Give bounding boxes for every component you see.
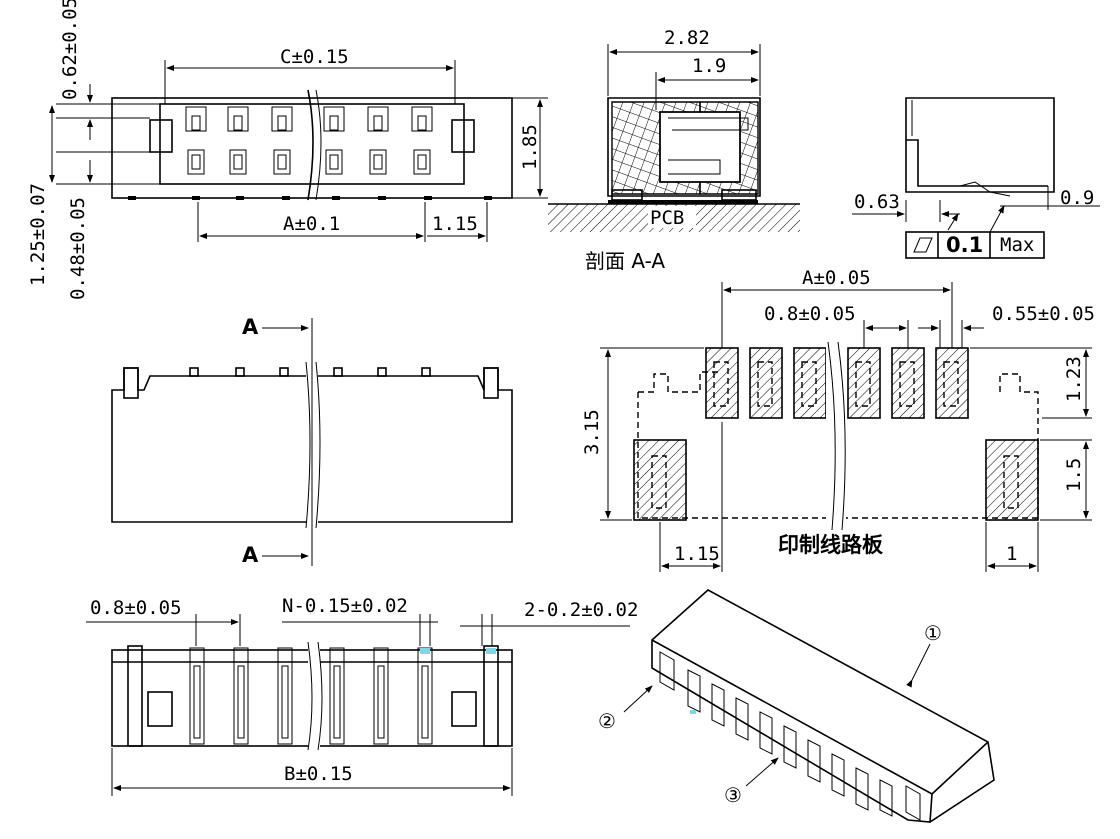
pcb-footprint-title: 印制线路板 bbox=[778, 533, 884, 557]
dim-19: 1.9 bbox=[692, 55, 726, 77]
dim-a: A±0.1 bbox=[283, 213, 340, 235]
callout-2: ② bbox=[598, 709, 616, 733]
section-view: 2.82 1.9 PCB 剖面 A-A bbox=[548, 27, 800, 273]
dim-height: 1.85 bbox=[519, 124, 541, 170]
top-view: C±0.15 1.85 A±0.1 1.15 0.62±0.05 1.25±0.… bbox=[27, 0, 548, 300]
fp-pad: 0.55±0.05 bbox=[992, 303, 1095, 325]
dim-c: C±0.15 bbox=[280, 46, 349, 68]
dim-282: 2.82 bbox=[664, 27, 710, 49]
front-view: A A bbox=[111, 315, 513, 567]
fp-15: 1.5 bbox=[1063, 458, 1085, 492]
fp-a: A±0.05 bbox=[802, 267, 871, 289]
fp-1: 1 bbox=[1006, 543, 1017, 565]
cut-a-top: A bbox=[242, 315, 259, 339]
side-detail: 0.63 0.9 0.1 Max bbox=[852, 97, 1100, 259]
bot-n: N-0.15±0.02 bbox=[282, 595, 408, 617]
pcb-footprint: A±0.05 0.8±0.05 0.55±0.05 3.15 1.23 1.5 … bbox=[581, 267, 1095, 572]
callout-1: ① bbox=[924, 621, 942, 645]
fp-pitch: 0.8±0.05 bbox=[764, 303, 856, 325]
callout-3: ③ bbox=[724, 783, 742, 807]
isometric-view: ① ② ③ bbox=[598, 589, 995, 823]
bot-b: B±0.15 bbox=[284, 763, 353, 785]
fp-123: 1.23 bbox=[1063, 356, 1085, 402]
dim-063: 0.63 bbox=[854, 191, 900, 213]
bottom-view: 0.8±0.05 N-0.15±0.02 2-0.2±0.02 B±0.15 bbox=[86, 595, 638, 796]
dim-125: 1.25±0.07 bbox=[27, 183, 49, 286]
cut-a-bottom: A bbox=[242, 543, 259, 567]
dim-09: 0.9 bbox=[1060, 187, 1094, 209]
flatness-value: 0.1 bbox=[946, 233, 983, 257]
pcb-label: PCB bbox=[650, 207, 684, 229]
fp-115: 1.15 bbox=[674, 543, 720, 565]
dim-048: 0.48±0.05 bbox=[67, 197, 89, 300]
bot-pitch: 0.8±0.05 bbox=[90, 597, 182, 619]
flatness-max: Max bbox=[1000, 234, 1034, 256]
dim-115: 1.15 bbox=[432, 213, 478, 235]
dim-062: 0.62±0.05 bbox=[59, 0, 81, 100]
section-title: 剖面 A-A bbox=[585, 249, 665, 273]
bot-2: 2-0.2±0.02 bbox=[524, 599, 638, 621]
fp-h: 3.15 bbox=[581, 409, 603, 455]
